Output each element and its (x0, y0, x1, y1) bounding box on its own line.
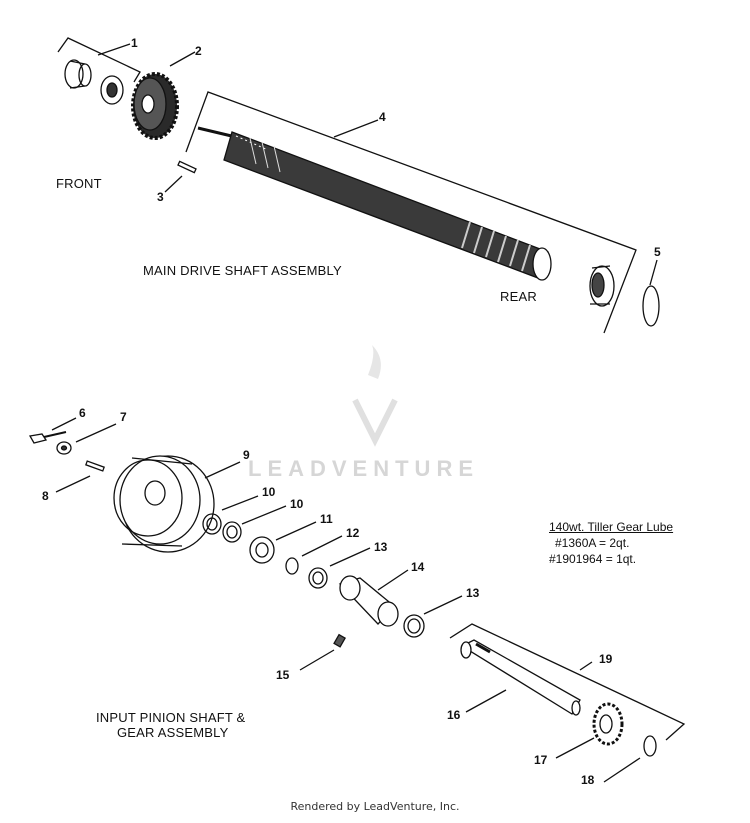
bushing (338, 575, 399, 627)
callout-4: 4 (379, 110, 386, 124)
callout-2: 2 (195, 44, 202, 58)
callout-16: 16 (447, 708, 461, 722)
thrust-washer-a (308, 567, 328, 589)
bracket-4 (185, 91, 637, 334)
pulley (113, 455, 215, 553)
callout-13b: 13 (466, 586, 480, 600)
thrust-washer-b (403, 614, 425, 638)
spacer-washer-b (222, 521, 242, 543)
label-front: FRONT (56, 176, 102, 191)
front-gear (131, 72, 179, 140)
rear-snap-ring (642, 285, 660, 327)
label-input-assembly-2: GEAR ASSEMBLY (117, 725, 229, 740)
pinion-gear (592, 702, 624, 746)
label-main-assembly: MAIN DRIVE SHAFT ASSEMBLY (143, 263, 342, 278)
front-bearing-cone (100, 75, 124, 105)
watermark: LEADVENTURE (248, 456, 480, 481)
callout-8: 8 (42, 489, 49, 503)
snap-ring (285, 557, 299, 575)
label-rear: REAR (500, 289, 537, 304)
bracket-1 (57, 37, 141, 83)
pulley-key (85, 460, 105, 472)
input-pinion-shaft (460, 639, 581, 716)
callout-17: 17 (534, 753, 548, 767)
callout-12: 12 (346, 526, 360, 540)
callout-10a: 10 (262, 485, 276, 499)
footer-credit: Rendered by LeadVenture, Inc. (290, 800, 460, 813)
set-screw (333, 633, 346, 648)
lube-note-title: 140wt. Tiller Gear Lube (549, 520, 674, 534)
callout-11: 11 (320, 512, 333, 526)
retaining-ring (643, 735, 657, 757)
washer (56, 441, 72, 455)
lube-note: 140wt. Tiller Gear Lube #1360A = 2qt. #1… (549, 519, 673, 567)
callout-10b: 10 (290, 497, 304, 511)
callout-19: 19 (599, 652, 613, 666)
callout-3: 3 (157, 190, 164, 204)
front-bearing-cup (64, 59, 92, 89)
callout-1: 1 (131, 36, 138, 50)
callout-18: 18 (581, 773, 595, 787)
callout-7: 7 (120, 410, 127, 424)
watermark-logo-icon (352, 345, 398, 447)
callout-13a: 13 (374, 540, 388, 554)
input-bearing (249, 536, 275, 564)
callout-9: 9 (243, 448, 250, 462)
label-input-assembly-1: INPUT PINION SHAFT & (96, 710, 246, 725)
spacer-washer-a (202, 513, 222, 535)
callout-5: 5 (654, 245, 661, 259)
woodruff-key (177, 160, 197, 174)
main-drive-shaft (197, 126, 552, 281)
callout-14: 14 (411, 560, 425, 574)
bolt (28, 431, 67, 444)
lube-note-line1: #1360A = 2qt. (555, 536, 630, 550)
lube-note-line2: #1901964 = 1qt. (549, 552, 637, 566)
bracket-19 (449, 623, 686, 741)
callout-15: 15 (276, 668, 290, 682)
callout-6: 6 (79, 406, 86, 420)
rear-bearing (589, 265, 615, 307)
